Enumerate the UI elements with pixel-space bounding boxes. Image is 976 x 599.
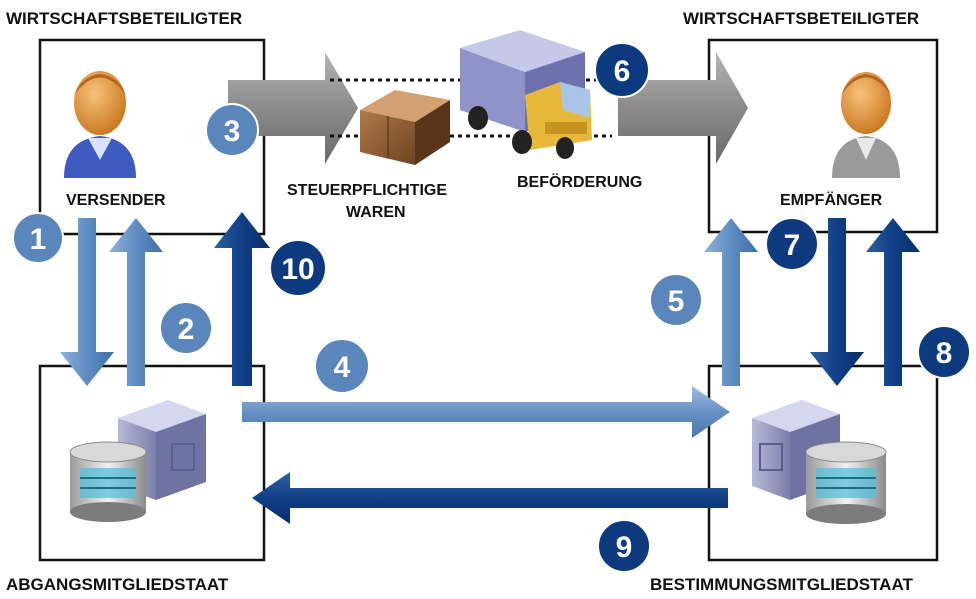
goods-arrow-right: [618, 52, 748, 164]
server-icon-destination: [752, 400, 887, 524]
arrow-step-1: [60, 218, 114, 386]
arrow-step-7: [810, 218, 864, 386]
svg-text:5: 5: [668, 285, 685, 318]
transport-label: BEFÖRDERUNG: [517, 172, 642, 191]
step-circle-2: 2: [159, 301, 213, 355]
receiver-label: EMPFÄNGER: [780, 191, 883, 209]
truck-icon: [460, 30, 592, 159]
step-circle-1: 1: [12, 212, 64, 264]
svg-text:8: 8: [936, 337, 953, 370]
goods-label-line1: STEUERPFLICHTIGE: [287, 182, 447, 199]
step-circle-3: 3: [205, 103, 259, 157]
step-circle-7: 7: [765, 217, 819, 271]
server-icon-departure: [69, 400, 206, 522]
svg-text:1: 1: [30, 223, 47, 256]
top-right-title: WIRTSCHAFTSBETEILIGTER: [683, 9, 919, 28]
svg-text:3: 3: [224, 115, 241, 148]
bottom-right-title: BESTIMMUNGSMITGLIEDSTAAT: [650, 575, 913, 594]
arrow-step-8: [866, 218, 920, 386]
person-icon-receiver: [832, 72, 900, 178]
step-circle-6: 6: [594, 42, 650, 98]
step-circle-8: 8: [917, 325, 971, 379]
package-icon: [360, 90, 450, 165]
sender-label: VERSENDER: [66, 192, 166, 209]
svg-text:7: 7: [784, 229, 801, 262]
arrow-step-4: [242, 386, 730, 438]
svg-text:9: 9: [616, 531, 633, 564]
arrow-step-5: [704, 218, 758, 386]
svg-text:6: 6: [614, 55, 631, 88]
step-circle-4: 4: [314, 338, 370, 394]
step-circle-5: 5: [649, 273, 703, 327]
step-circle-10: 10: [269, 239, 327, 297]
svg-text:2: 2: [178, 313, 195, 346]
svg-text:10: 10: [281, 253, 314, 286]
bottom-left-title: ABGANGSMITGLIEDSTAAT: [6, 575, 229, 594]
step-circle-9: 9: [597, 519, 651, 573]
arrow-step-9: [252, 472, 728, 524]
sender-box: [38, 38, 266, 236]
goods-label-line2: WAREN: [346, 204, 406, 221]
arrow-step-10: [214, 212, 270, 386]
top-left-title: WIRTSCHAFTSBETEILIGTER: [6, 9, 242, 28]
svg-text:4: 4: [334, 351, 351, 384]
goods-arrow-left: [228, 52, 358, 164]
departure-state-box: [38, 364, 266, 562]
person-icon-sender: [64, 71, 136, 178]
arrow-step-2: [109, 218, 163, 386]
